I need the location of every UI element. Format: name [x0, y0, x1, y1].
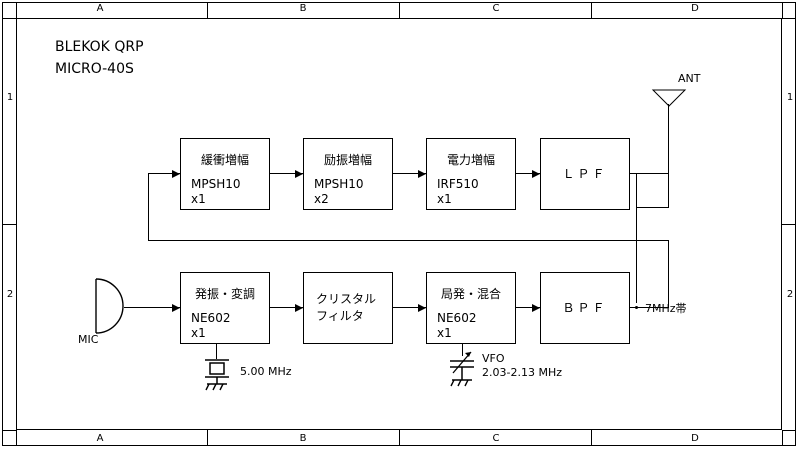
block-crystal-filter[interactable]: クリスタル フィルタ — [303, 272, 393, 344]
microphone-label: MIC — [78, 333, 99, 346]
zone-tick-top — [591, 2, 592, 18]
zone-tick-bottom — [16, 430, 17, 446]
wire-crystal-to-mixer — [393, 307, 426, 308]
zone-tick-top — [16, 2, 17, 18]
arrow-oscillator-to-crystal — [295, 304, 303, 312]
row-label-right-2: 2 — [786, 289, 794, 300]
antenna-icon — [645, 88, 693, 114]
page-title: BLEKOK QRP MICRO-40S — [55, 39, 144, 77]
wire-power-to-lpf — [516, 173, 540, 174]
row-tick-left — [2, 18, 16, 19]
row-tick-right — [782, 430, 796, 431]
block-oscillator-modulator-detail: NE602 x1 — [191, 311, 231, 340]
wire-antenna-node-down — [636, 173, 637, 303]
wire-driver-to-power — [393, 173, 426, 174]
zone-label-bottom-b: B — [299, 433, 307, 444]
vfo-label: VFO — [482, 352, 505, 365]
microphone-icon — [92, 277, 132, 339]
block-oscillator-modulator-title: 発振・変調 — [194, 287, 255, 301]
block-power-amplifier[interactable]: 電力増幅 IRF510 x1 — [426, 138, 516, 210]
wire-antenna-branch — [636, 207, 669, 208]
row-label-right-1: 1 — [786, 92, 794, 103]
wire-oscillator-to-crystal — [270, 307, 303, 308]
block-buffer-amplifier[interactable]: 緩衝増幅 MPSH10 x1 — [180, 138, 270, 210]
arrow-crystal-to-mixer — [418, 304, 426, 312]
zone-label-top-a: A — [96, 3, 104, 14]
block-buffer-amplifier-title: 緩衝増幅 — [200, 153, 249, 167]
zone-label-top-c: C — [492, 3, 500, 14]
wire-buffer-input-riser — [148, 173, 149, 241]
block-low-pass-filter-title: ＬＰＦ — [562, 167, 608, 181]
block-band-pass-filter[interactable]: ＢＰＦ — [540, 272, 630, 344]
node-7mhz — [635, 306, 638, 309]
zone-label-top-d: D — [691, 3, 699, 14]
wire-mixer-to-bpf — [516, 307, 540, 308]
zone-tick-bottom — [591, 430, 592, 446]
block-oscillator-modulator[interactable]: 発振・変調 NE602 x1 — [180, 272, 270, 344]
band-label: 7MHz帯 — [645, 302, 687, 315]
row-label-left-2: 2 — [6, 289, 14, 300]
zone-label-bottom-a: A — [96, 433, 104, 444]
arrow-mixer-to-bpf — [532, 304, 540, 312]
wire-buffer-to-driver — [270, 173, 303, 174]
wire-vfo-lead — [462, 344, 463, 356]
block-local-osc-mixer-title: 局発・混合 — [440, 287, 501, 301]
block-local-osc-mixer[interactable]: 局発・混合 NE602 x1 — [426, 272, 516, 344]
zone-label-bottom-d: D — [691, 433, 699, 444]
block-driver-amplifier-detail: MPSH10 x2 — [314, 177, 364, 206]
block-local-osc-mixer-detail: NE602 x1 — [437, 311, 477, 340]
crystal-frequency-label: 5.00 MHz — [240, 365, 292, 378]
arrow-into-buffer — [172, 170, 180, 178]
zone-tick-bottom — [207, 430, 208, 446]
block-power-amplifier-title: 電力増幅 — [446, 153, 495, 167]
arrow-buffer-to-driver — [295, 170, 303, 178]
block-low-pass-filter[interactable]: ＬＰＦ — [540, 138, 630, 210]
wire-crystal-lead — [216, 344, 217, 359]
variable-capacitor-icon — [444, 340, 482, 396]
arrow-into-oscillator — [172, 304, 180, 312]
block-band-pass-filter-title: ＢＰＦ — [562, 301, 608, 315]
wire-buffer-input — [148, 173, 180, 174]
wire-mic-to-oscillator — [124, 307, 180, 308]
vfo-range-label: 2.03-2.13 MHz — [482, 366, 562, 379]
zone-tick-top — [399, 2, 400, 18]
block-driver-amplifier[interactable]: 励振増幅 MPSH10 x2 — [303, 138, 393, 210]
wire-bpf-riser — [668, 240, 669, 308]
zone-tick-top — [782, 2, 783, 18]
row-label-left-1: 1 — [6, 92, 14, 103]
crystal-icon — [198, 357, 236, 395]
wire-lpf-output — [630, 173, 668, 174]
zone-tick-bottom — [782, 430, 783, 446]
zone-label-bottom-c: C — [492, 433, 500, 444]
wire-bpf-output — [630, 307, 668, 308]
wire-antenna-feed — [668, 104, 669, 208]
row-tick-left — [2, 430, 16, 431]
arrow-driver-to-power — [418, 170, 426, 178]
row-tick-right — [782, 224, 796, 225]
block-power-amplifier-detail: IRF510 x1 — [437, 177, 479, 206]
zone-tick-bottom — [399, 430, 400, 446]
antenna-label: ANT — [678, 72, 701, 85]
block-crystal-filter-title: クリスタル フィルタ — [316, 292, 377, 323]
block-driver-amplifier-title: 励振増幅 — [323, 153, 372, 167]
wire-bpf-to-buffer-bus — [148, 240, 669, 241]
sheet-border-inner — [16, 18, 782, 430]
zone-tick-top — [207, 2, 208, 18]
row-tick-left — [2, 224, 16, 225]
block-buffer-amplifier-detail: MPSH10 x1 — [191, 177, 241, 206]
row-tick-right — [782, 18, 796, 19]
arrow-power-to-lpf — [532, 170, 540, 178]
zone-label-top-b: B — [299, 3, 307, 14]
